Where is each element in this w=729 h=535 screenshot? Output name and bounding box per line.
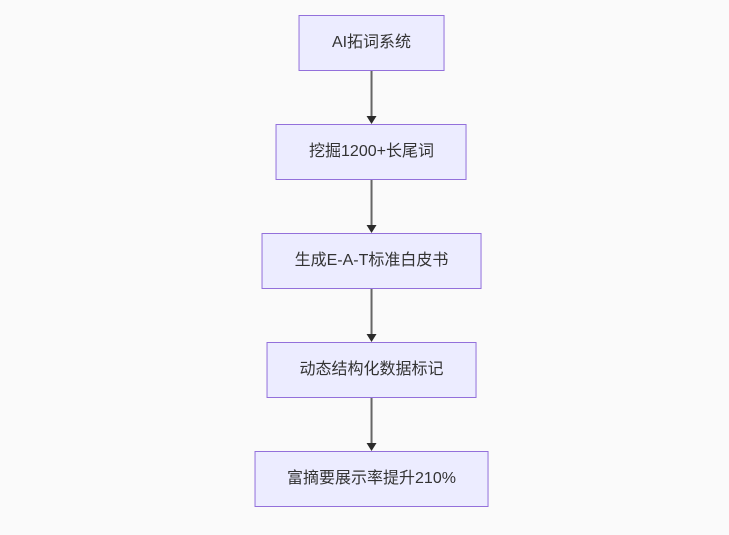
flow-node-step-2: 挖掘1200+长尾词 <box>276 124 467 180</box>
arrow-head-icon <box>366 225 377 233</box>
flow-node-step-4: 动态结构化数据标记 <box>266 342 477 398</box>
node-label: 富摘要展示率提升210% <box>287 470 456 487</box>
arrow-down-connector <box>366 71 377 124</box>
arrow-down-connector <box>366 398 377 451</box>
node-label: 动态结构化数据标记 <box>299 361 444 378</box>
flowchart: AI拓词系统 挖掘1200+长尾词 生成E-A-T标准白皮书 动态结构化数据标记 <box>254 15 489 507</box>
arrow-head-icon <box>366 334 377 342</box>
arrow-line <box>370 289 373 335</box>
arrow-head-icon <box>366 443 377 451</box>
arrow-line <box>370 180 373 226</box>
arrow-head-icon <box>366 116 377 124</box>
flow-node-step-1: AI拓词系统 <box>298 15 445 71</box>
node-label: AI拓词系统 <box>331 34 412 51</box>
arrow-line <box>370 398 373 444</box>
arrow-down-connector <box>366 180 377 233</box>
arrow-line <box>370 71 373 117</box>
node-label: 挖掘1200+长尾词 <box>309 143 434 160</box>
arrow-down-connector <box>366 289 377 342</box>
flow-node-step-3: 生成E-A-T标准白皮书 <box>261 233 482 289</box>
node-label: 生成E-A-T标准白皮书 <box>294 252 449 269</box>
flow-node-step-5: 富摘要展示率提升210% <box>254 451 489 507</box>
